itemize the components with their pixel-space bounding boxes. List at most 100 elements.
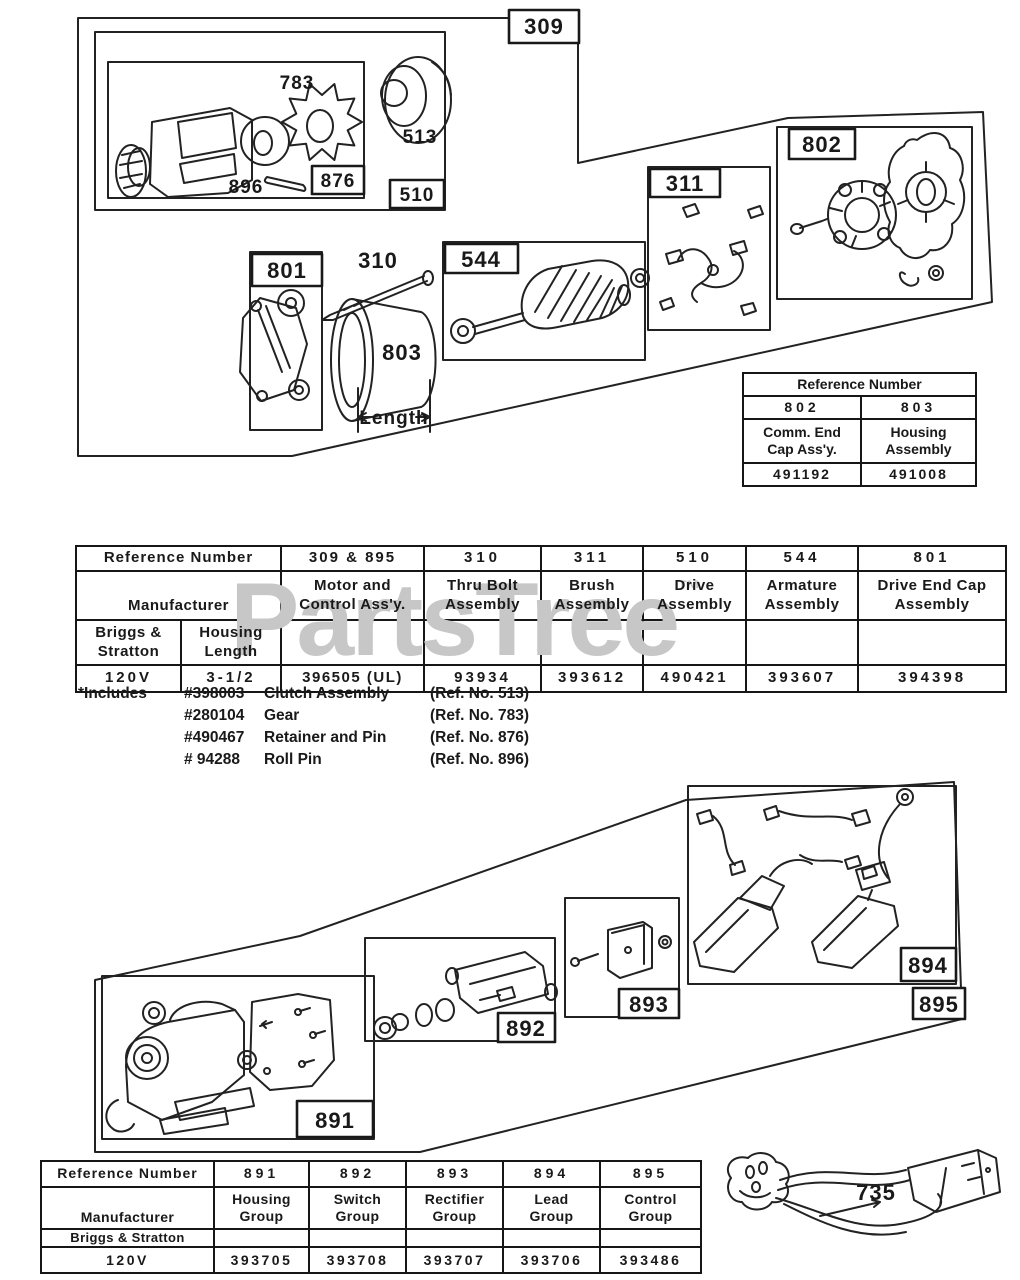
thru-bolt-name-cell: Thru Bolt Assembly <box>423 570 543 621</box>
housing-group-box: 891 <box>101 975 375 1140</box>
part-number: 393708 <box>326 1251 389 1268</box>
col-893-cell: 893 <box>405 1160 504 1188</box>
part-393705-cell: 393705 <box>213 1246 310 1275</box>
note-ref: (Ref. No. 876) <box>430 729 530 746</box>
callout-544: 544 <box>461 247 501 272</box>
col-ref: 895 <box>632 1165 669 1182</box>
includes-notes: *Includes #398003 Clutch Assembly (Ref. … <box>78 683 638 771</box>
motor-housing-drawing: 803 <box>330 298 437 422</box>
callout-876: 876 <box>321 171 356 192</box>
part-number: 393607 <box>767 669 837 687</box>
callout-510: 510 <box>400 185 435 206</box>
col-510-cell: 510 <box>642 545 748 572</box>
part-number: 491192 <box>773 465 831 482</box>
empty-cell <box>540 619 645 666</box>
starter-motor-exploded-diagram: 309 510 876 783 896 513 <box>77 8 993 457</box>
ref-803-cell: 803 <box>860 395 977 420</box>
brand-cell: Briggs & Stratton <box>40 1227 215 1249</box>
brush-name-cell: Brush Assembly <box>540 570 645 621</box>
col-ref: 310 <box>464 549 502 567</box>
note-ref: (Ref. No. 513) <box>430 685 530 702</box>
assembly-name: Armature Assembly <box>764 576 840 613</box>
part-number: 393486 <box>619 1251 682 1268</box>
roll-pin-drawing <box>263 176 307 192</box>
ref-table-title: Reference Number <box>797 375 922 392</box>
note-part-number: #280104 <box>184 707 245 724</box>
manufacturer-label: Manufacturer <box>80 1208 175 1225</box>
housing-length-cell: Housing Length <box>179 619 283 666</box>
empty-cell <box>599 1227 702 1249</box>
note-ref: (Ref. No. 783) <box>430 707 530 724</box>
brand-label: Briggs & Stratton <box>70 1230 185 1245</box>
callout-310: 310 <box>358 248 398 273</box>
callout-box-309: 309 <box>507 8 581 45</box>
motor-parts-table: Reference Number 309 & 895 310 311 510 5… <box>74 545 1008 693</box>
housing-length-label: Housing Length <box>199 623 263 660</box>
part-490421-cell: 490421 <box>642 664 748 693</box>
comm-end-cap-name: Comm. End Cap Ass'y. <box>763 423 841 458</box>
ref-header: Reference Number <box>103 549 254 567</box>
col-801-cell: 801 <box>857 545 1008 572</box>
callout-309: 309 <box>524 14 564 39</box>
manufacturer-label: Manufacturer <box>127 597 230 615</box>
group-name: Lead Group <box>529 1190 574 1225</box>
assembly-name: Thru Bolt Assembly <box>445 576 520 613</box>
col-ref: 894 <box>533 1165 570 1182</box>
switch-group-name-cell: Switch Group <box>308 1186 407 1230</box>
part-491192-cell: 491192 <box>742 462 862 487</box>
empty-cell <box>405 1227 504 1249</box>
clutch-ball-drawing: 513 <box>380 56 452 148</box>
col-894-cell: 894 <box>502 1160 601 1188</box>
ref-header-cell: Reference Number <box>74 545 283 572</box>
part-393486-cell: 393486 <box>599 1246 702 1275</box>
part-394398-cell: 394398 <box>857 664 1008 693</box>
manufacturer-cell: Manufacturer <box>74 570 283 621</box>
armature-name-cell: Armature Assembly <box>745 570 860 621</box>
length-value: 3-1/2 <box>206 669 256 687</box>
col-895-cell: 895 <box>599 1160 702 1188</box>
empty-cell <box>308 1227 407 1249</box>
group-name: Rectifier Group <box>424 1190 485 1225</box>
power-cord-drawing: 735 <box>726 1149 1001 1236</box>
assembly-name: Motor and Control Ass'y. <box>299 576 406 613</box>
brand-label: Briggs & Stratton <box>95 623 162 660</box>
callout-892: 892 <box>506 1016 546 1041</box>
callout-311: 311 <box>666 171 705 196</box>
col-ref: 309 & 895 <box>308 549 397 567</box>
part-393707-cell: 393707 <box>405 1246 504 1275</box>
callout-896: 896 <box>229 177 264 198</box>
includes-label: *Includes <box>78 685 147 702</box>
thru-bolt-drawing: 310 <box>321 248 434 321</box>
outer-boundary <box>77 17 993 457</box>
part-number: 394398 <box>897 669 967 687</box>
outer-boundary <box>94 781 963 1153</box>
housing-assembly-name-cell: Housing Assembly <box>860 418 977 464</box>
ref-table-title-cell: Reference Number <box>742 372 977 397</box>
col-ref: 891 <box>243 1165 280 1182</box>
switch-group-box: 892 <box>364 937 558 1044</box>
ref-header-cell: Reference Number <box>40 1160 215 1188</box>
voltage: 120V <box>104 669 153 687</box>
brush-assembly-box: 311 <box>647 166 771 331</box>
brand-cell: Briggs & Stratton <box>75 619 182 666</box>
callout-891: 891 <box>315 1108 355 1133</box>
part-number: 490421 <box>660 669 729 687</box>
col-310-cell: 310 <box>423 545 543 572</box>
part-393607-cell: 393607 <box>745 664 860 693</box>
lead-group-name-cell: Lead Group <box>502 1186 601 1230</box>
part-number: 393706 <box>520 1251 583 1268</box>
clutch-parts-drawing: 783 896 <box>115 73 363 198</box>
note-line: #280104 Gear (Ref. No. 783) <box>78 705 638 727</box>
note-line: #490467 Retainer and Pin (Ref. No. 876) <box>78 727 638 749</box>
housing-assembly-name: Housing Assembly <box>885 423 952 458</box>
note-line: # 94288 Roll Pin (Ref. No. 896) <box>78 749 638 771</box>
callout-513: 513 <box>403 127 438 148</box>
part-396505-cell: 396505 (UL) <box>280 664 426 693</box>
part-number: 491008 <box>889 465 948 482</box>
armature-box: 544 <box>442 241 650 361</box>
end-cap-name-cell: Drive End Cap Assembly <box>857 570 1008 621</box>
control-group-label: 895 <box>911 986 967 1021</box>
part-393706-cell: 393706 <box>502 1246 601 1275</box>
drive-end-cap-drawing: 801 <box>239 251 324 431</box>
empty-cell <box>857 619 1008 666</box>
